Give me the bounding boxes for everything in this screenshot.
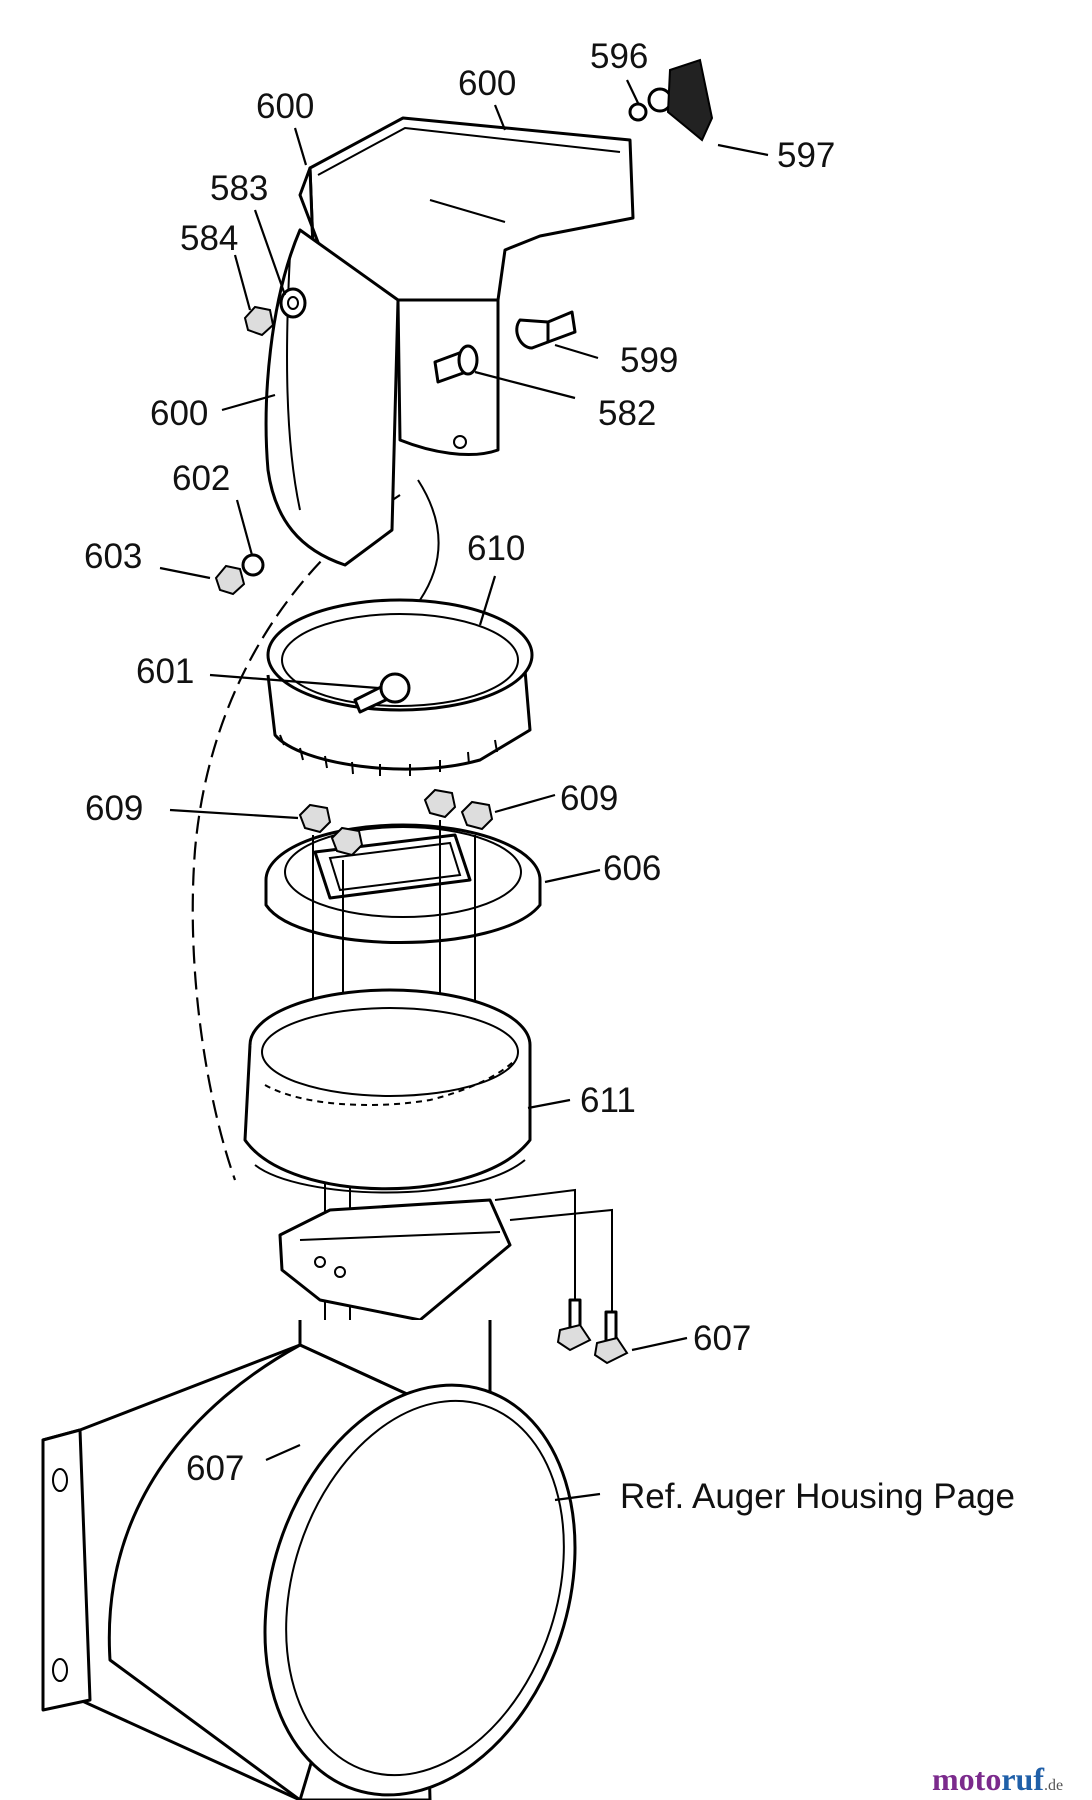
callout-600-left: 600 <box>256 87 314 126</box>
bolt-596-597-group <box>628 58 714 142</box>
callout-607-left: 607 <box>186 1449 244 1488</box>
callout-611: 611 <box>580 1081 636 1120</box>
bolt-582 <box>433 344 479 384</box>
callout-609-right: 609 <box>560 779 618 818</box>
callout-607-right: 607 <box>693 1319 751 1358</box>
motoruf-watermark: motoruf.de <box>932 1761 1063 1797</box>
callout-584: 584 <box>180 219 238 258</box>
rotation-arc-dashed <box>191 494 401 1181</box>
ref-auger-housing-note: Ref. Auger Housing Page <box>620 1477 1015 1516</box>
callout-582: 582 <box>598 394 656 433</box>
hex-nuts-609 <box>298 788 494 857</box>
callout-602: 602 <box>172 459 230 498</box>
callout-610: 610 <box>467 529 525 568</box>
callout-609-left: 609 <box>85 789 143 828</box>
callout-600-top: 600 <box>458 64 516 103</box>
chute-base-plate <box>278 1198 512 1322</box>
chute-flange-606 <box>264 823 542 944</box>
callout-597: 597 <box>777 136 835 175</box>
chute-ring-610 <box>266 598 534 776</box>
watermark-suffix: .de <box>1044 1777 1063 1794</box>
auger-housing-outlet <box>41 1320 577 1800</box>
callout-606: 606 <box>603 849 661 888</box>
callout-601: 601 <box>136 652 194 691</box>
bolts-607-right <box>556 1298 629 1365</box>
callout-600-mid: 600 <box>150 394 208 433</box>
nut-washer-602-603 <box>214 553 265 596</box>
chute-swing-arc <box>417 479 440 601</box>
callout-596: 596 <box>590 37 648 76</box>
callout-599: 599 <box>620 341 678 380</box>
callout-583: 583 <box>210 169 268 208</box>
svg-text:motoruf.de: motoruf.de <box>932 1761 1063 1797</box>
carriage-bolt-599 <box>515 310 577 350</box>
watermark-part2: ruf <box>1001 1761 1044 1797</box>
callout-603: 603 <box>84 537 142 576</box>
assembly-guide-lines <box>312 820 613 1445</box>
nut-washer-583-584 <box>243 287 307 337</box>
bolt-601 <box>353 672 411 714</box>
watermark-part1: moto <box>932 1761 1001 1797</box>
callout-leader-lines <box>159 79 769 1502</box>
chute-collar-611 <box>243 988 532 1194</box>
